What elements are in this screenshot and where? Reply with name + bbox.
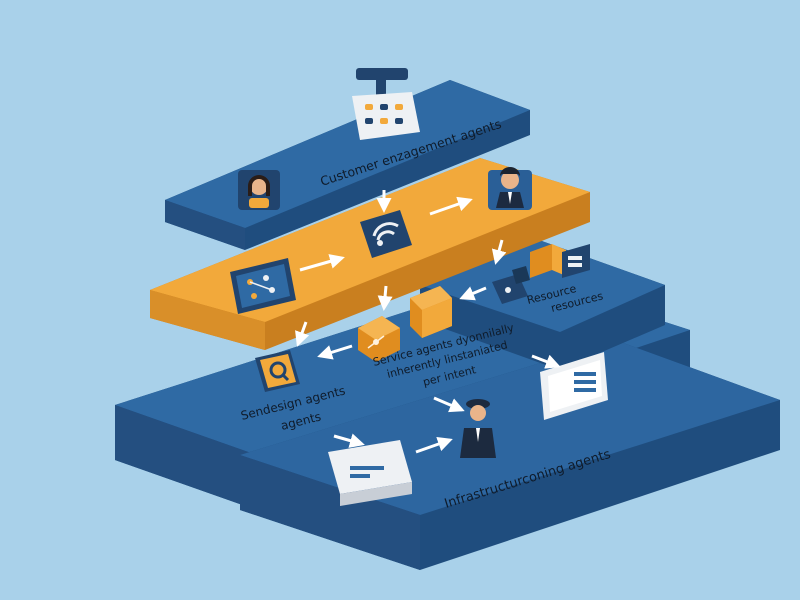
arrow-down-4: [295, 321, 310, 347]
arrow-left-2: [317, 344, 353, 360]
officer-icon: [460, 399, 496, 458]
service-cube-icon: [358, 316, 400, 362]
orange-box-icon: [410, 286, 452, 338]
server-rack-icon: [540, 352, 608, 420]
arrow-right-3: [531, 354, 561, 369]
search-box-icon: [255, 350, 300, 392]
analytics-dashboard-icon: [230, 258, 296, 314]
arrow-right-5: [333, 433, 365, 448]
support-agent-icon: [238, 170, 280, 210]
arrow-right-6: [415, 436, 453, 454]
network-box-icon: [492, 266, 530, 304]
arrow-right-4: [433, 396, 465, 413]
routing-board-icon: [352, 68, 420, 140]
orange-cubes-icon: [530, 244, 590, 278]
server-unit-icon: [328, 440, 412, 506]
businessman-icon: [488, 167, 532, 210]
arrow-right-2: [299, 254, 345, 272]
arrow-down-3: [377, 285, 393, 311]
wifi-device-icon: [360, 210, 412, 258]
arrow-down-2: [491, 239, 507, 265]
arrow-left-1: [459, 286, 487, 301]
flow-arrows: [295, 190, 561, 454]
arrow-right-1: [429, 196, 473, 216]
